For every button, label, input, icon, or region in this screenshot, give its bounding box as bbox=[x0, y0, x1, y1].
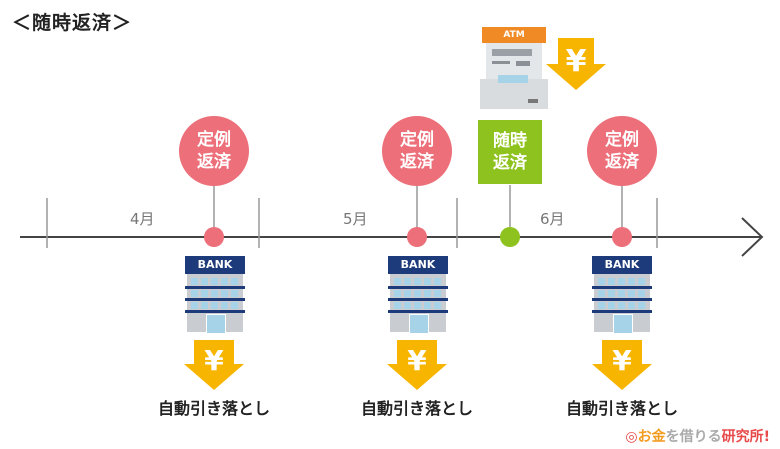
bank-icon: BANK bbox=[592, 256, 652, 334]
month-label: 4月 bbox=[130, 210, 155, 228]
site-logo: ◎お金を借りる研究所! bbox=[625, 429, 770, 445]
yen-symbol: ¥ bbox=[566, 44, 587, 79]
yen-arrow-icon: ¥ bbox=[546, 38, 606, 90]
svg-text:¥: ¥ bbox=[204, 344, 224, 377]
atm-label: ATM bbox=[482, 27, 546, 43]
svg-text:¥: ¥ bbox=[612, 344, 632, 377]
regular-payment-badge: 定例 返済 bbox=[179, 116, 249, 186]
auto-debit-label: 自動引き落とし bbox=[157, 399, 270, 418]
logo-icon: ◎ bbox=[625, 429, 638, 445]
regular-payment-badge: 定例 返済 bbox=[587, 116, 657, 186]
anytime-payment-dot bbox=[500, 227, 520, 247]
yen-arrow-icon: ¥ bbox=[592, 340, 652, 390]
regular-payment-badge: 定例 返済 bbox=[382, 116, 452, 186]
atm-icon: ATM bbox=[480, 27, 548, 109]
svg-text:¥: ¥ bbox=[407, 344, 427, 377]
regular-payment-dot bbox=[612, 227, 632, 247]
yen-arrow-icon: ¥ bbox=[184, 340, 244, 390]
anytime-payment-badge: 随時 返済 bbox=[478, 120, 542, 184]
auto-debit-label: 自動引き落とし bbox=[360, 399, 473, 418]
bank-icon: BANK bbox=[388, 256, 448, 334]
auto-debit-label: 自動引き落とし bbox=[565, 399, 678, 418]
month-label: 5月 bbox=[343, 210, 368, 228]
timeline-arrowhead bbox=[741, 217, 764, 257]
bank-icon: BANK bbox=[185, 256, 245, 334]
page-title: ＜随時返済＞ bbox=[12, 12, 133, 34]
yen-arrow-icon: ¥ bbox=[387, 340, 447, 390]
month-label: 6月 bbox=[540, 210, 565, 228]
regular-payment-dot bbox=[204, 227, 224, 247]
regular-payment-dot bbox=[407, 227, 427, 247]
